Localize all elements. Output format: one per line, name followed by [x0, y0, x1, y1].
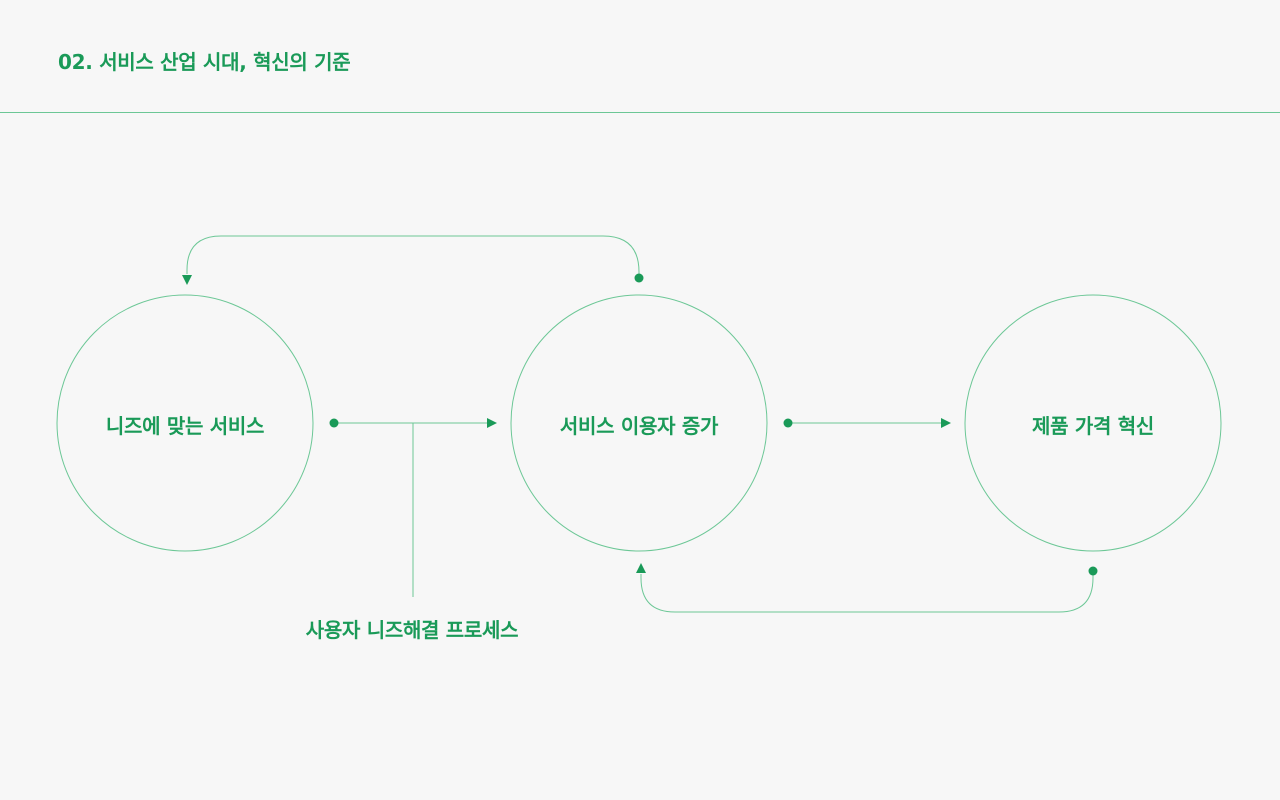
- feedback-top-arrowhead: [182, 275, 192, 285]
- feedback-arrow-top: [186, 235, 640, 278]
- feedback-top-start-dot: [634, 273, 644, 283]
- feedback-arrow-bottom: [640, 571, 1094, 613]
- process-label: 사용자 니즈해결 프로세스: [305, 618, 519, 642]
- node-label-price-innovation: 제품 가격 혁신: [1032, 414, 1154, 438]
- feedback-bottom-start-dot: [1088, 566, 1098, 576]
- node-label-needs-service: 니즈에 맞는 서비스: [105, 414, 265, 438]
- flow-1-to-2-arrowhead: [487, 418, 497, 428]
- flow-2-to-3-arrowhead: [941, 418, 951, 428]
- node-circle-user-growth: [510, 294, 768, 552]
- header-divider: [0, 112, 1280, 113]
- node-circle-price-innovation: [964, 294, 1222, 552]
- node-circle-needs-service: [56, 294, 314, 552]
- flow-2-to-3-start-dot: [783, 418, 793, 428]
- flow-1-to-2-start-dot: [329, 418, 339, 428]
- page-title: 02. 서비스 산업 시대, 혁신의 기준: [58, 50, 351, 74]
- node-label-user-growth: 서비스 이용자 증가: [559, 414, 719, 438]
- feedback-bottom-arrowhead: [636, 563, 646, 573]
